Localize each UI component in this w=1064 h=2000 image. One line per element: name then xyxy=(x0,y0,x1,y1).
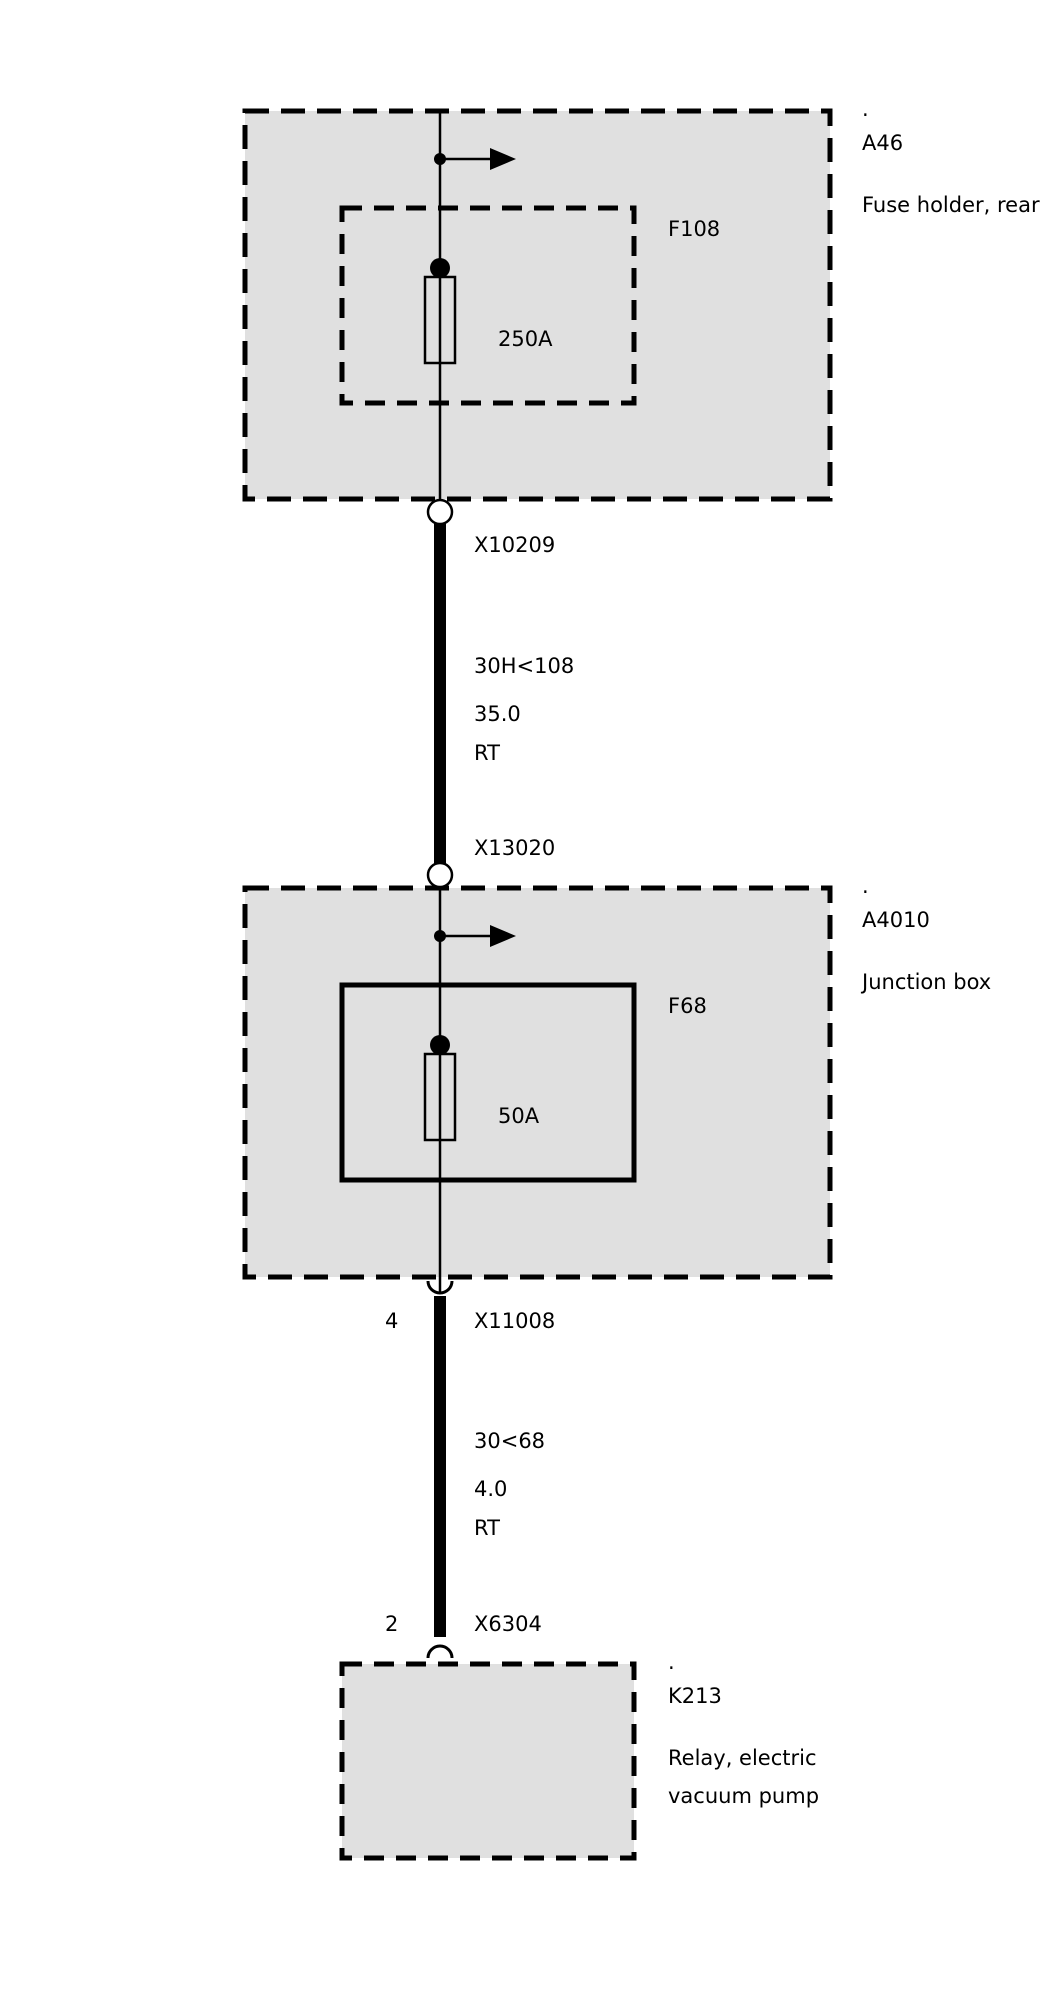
module-a4010-description: Junction box xyxy=(860,970,991,994)
module-k213-description-line1: Relay, electric xyxy=(668,1746,817,1770)
wire-2-signal: 30<68 xyxy=(474,1429,545,1453)
module-a4010-dot: . xyxy=(862,874,869,898)
connector-x13020-symbol xyxy=(426,861,454,889)
fuse-f108-box xyxy=(339,205,637,406)
module-a4010-id: A4010 xyxy=(862,908,930,932)
module-k213-id: K213 xyxy=(668,1684,722,1708)
fuse-f108-id: F108 xyxy=(668,217,720,241)
wire-1-color: RT xyxy=(474,741,500,765)
fuse-f108-terminal-dot xyxy=(430,258,450,278)
connector-x6304-pin: 2 xyxy=(385,1612,398,1636)
fuse-f68-rating: 50A xyxy=(498,1104,540,1128)
module-k213-box xyxy=(339,1661,637,1861)
connector-x13020-id: X13020 xyxy=(474,836,555,860)
connector-x10209-symbol xyxy=(426,498,454,526)
a46-branch-arrow-icon xyxy=(490,148,516,170)
fuse-f68-id: F68 xyxy=(668,994,707,1018)
module-a46-dot: . xyxy=(862,97,869,121)
connector-x10209-id: X10209 xyxy=(474,533,555,557)
module-a46-id: A46 xyxy=(862,131,903,155)
fuse-f108-rating: 250A xyxy=(498,327,553,351)
wire-2-color: RT xyxy=(474,1516,500,1540)
connector-x6304-symbol xyxy=(426,1644,454,1659)
wire-1-size: 35.0 xyxy=(474,702,521,726)
module-k213-dot: . xyxy=(668,1650,675,1674)
connector-x11008-pin: 4 xyxy=(385,1309,398,1333)
connector-x11008-id: X11008 xyxy=(474,1309,555,1333)
fuse-f68-terminal-dot xyxy=(430,1035,450,1055)
wire-1-signal: 30H<108 xyxy=(474,654,574,678)
module-k213-description-line2: vacuum pump xyxy=(668,1784,819,1808)
a4010-branch-arrow-icon xyxy=(490,925,516,947)
connector-x6304-id: X6304 xyxy=(474,1612,542,1636)
wire-2-size: 4.0 xyxy=(474,1477,507,1501)
fuse-f68-box xyxy=(339,982,637,1183)
fuse-f68-symbol xyxy=(423,1052,457,1142)
module-a46-description: Fuse holder, rear xyxy=(862,193,1040,217)
fuse-f108-symbol xyxy=(423,275,457,365)
